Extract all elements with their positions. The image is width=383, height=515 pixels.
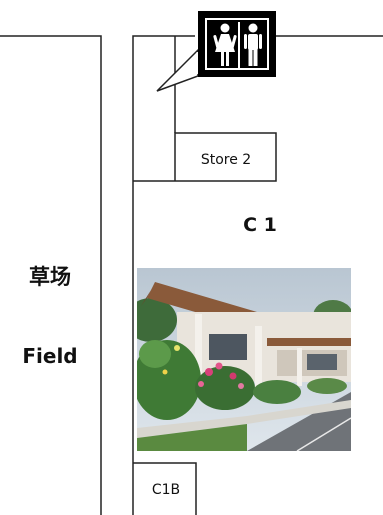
field-outline (0, 35, 102, 515)
restroom-symbol-icon (213, 22, 262, 68)
building-c1-label: C 1 (243, 214, 277, 236)
restroom-icon (198, 11, 276, 77)
store2-room (133, 132, 277, 182)
store2-label: Store 2 (200, 152, 252, 168)
field-label-chinese: 草场 (29, 265, 71, 289)
c1b-label: C1B (151, 482, 181, 498)
c1b-room (133, 462, 197, 515)
callout-pointer (156, 48, 199, 92)
field-label-english: Field (22, 344, 78, 368)
building-photo (137, 268, 351, 451)
